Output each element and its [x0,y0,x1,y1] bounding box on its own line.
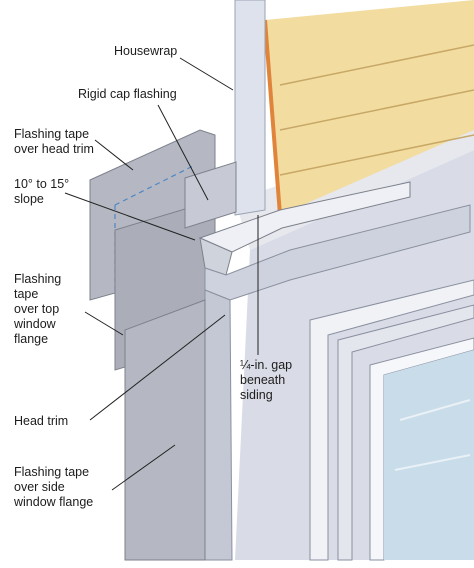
window-glass [384,350,474,560]
label-flashing-tape-top-flange: Flashing tape over top window flange [14,272,62,346]
flashing-tape-side-flange [124,299,206,561]
leader-lines [64,57,259,491]
label-housewrap: Housewrap [114,44,178,58]
label-flashing-tape-head-trim: Flashing tape over head trim [14,127,94,156]
label-flashing-tape-side-flange: Flashing tape over side window flange [14,465,94,509]
label-slope: 10° to 15° slope [14,177,70,206]
label-head-trim: Head trim [14,414,69,428]
housewrap [234,0,266,216]
rigid-cap-flashing [184,161,411,276]
label-gap: ¼-in. gap beneath siding [240,358,293,402]
siding [263,0,474,216]
label-rigid-cap-flashing: Rigid cap flashing [78,87,177,101]
side-trim [204,289,233,561]
